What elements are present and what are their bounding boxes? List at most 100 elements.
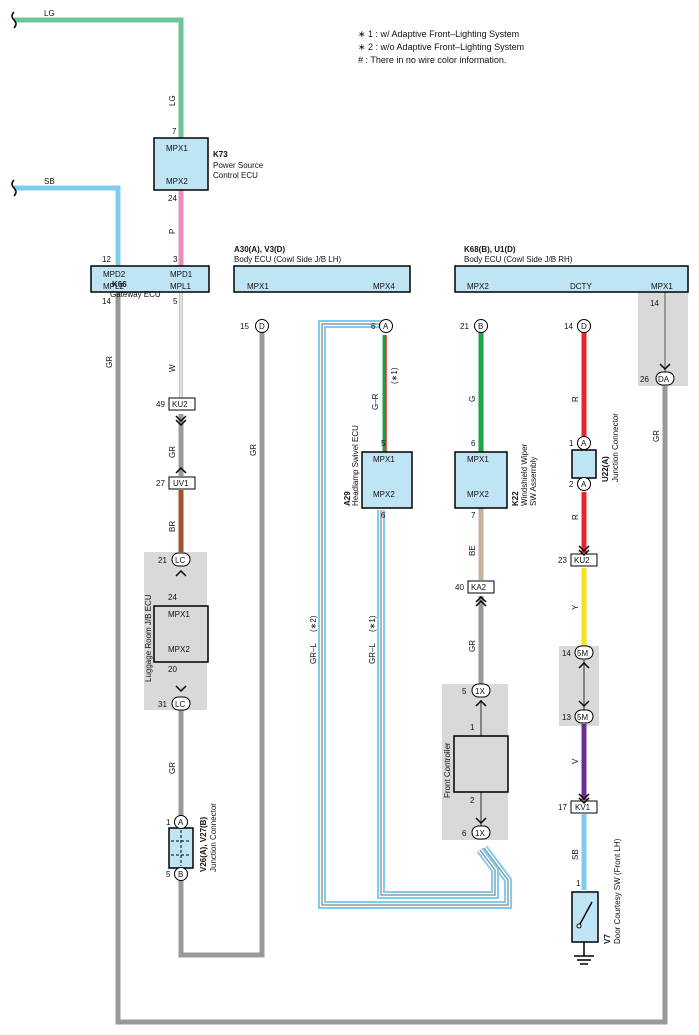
1x-bot-chevron-icon	[475, 817, 487, 825]
v7-switch-box	[571, 891, 599, 943]
k68-dcty: DCTY	[570, 282, 592, 291]
ku2-left-pin: 49	[156, 400, 165, 409]
lc-bot-conn: LC	[175, 700, 185, 709]
v26-pin-a-num: 1	[166, 818, 171, 827]
kv1-name: KV1	[575, 803, 591, 812]
lc-bot-pin-num: 31	[158, 700, 167, 709]
k22-pin-top: 6	[471, 439, 476, 448]
v26-name: Junction Connector	[209, 803, 218, 872]
k73-code: K73	[213, 150, 228, 159]
lc-bot-chevron-icon	[175, 685, 187, 693]
k73-name1: Power Source	[213, 161, 264, 170]
v26-conn-a: A	[178, 818, 184, 827]
k66-pin-mpd2: 12	[102, 255, 111, 264]
v26-code: V26(A), V27(B)	[199, 817, 208, 872]
u22-box	[571, 449, 597, 479]
note-3: # : There in no wire color information.	[358, 55, 507, 65]
luggage-pin-bot: 20	[168, 665, 177, 674]
k73-box	[153, 137, 209, 191]
legend-notes: ∗ 1 : w/ Adaptive Front–Lighting System …	[358, 28, 688, 67]
kv1-connector	[570, 800, 598, 814]
front-pin-bot: 2	[470, 796, 475, 805]
k66-mpd2: MPD2	[103, 270, 126, 279]
a30-box	[233, 265, 411, 293]
ka2-chevron-icon	[475, 595, 487, 607]
ka2-pin: 40	[455, 583, 464, 592]
k68-conn-dcty: D	[581, 322, 587, 331]
da-pin	[655, 371, 675, 386]
ka2-name: KA2	[471, 583, 487, 592]
wire-label-be: BE	[468, 545, 477, 556]
kv1-chevron-icon	[578, 793, 590, 805]
k68-pin-b	[474, 319, 488, 333]
v26-pin-a	[174, 815, 188, 829]
k68-pin-dcty: 14	[564, 322, 573, 331]
wire-label-note1b: (∗1)	[368, 615, 377, 632]
front-name: Front Controller	[443, 742, 452, 798]
k68-pin-mpx1: 14	[650, 299, 659, 308]
1x-top-conn: 1X	[475, 687, 485, 696]
v26-pin-b	[174, 867, 188, 881]
wire-label-r-1: R	[571, 396, 580, 402]
5m-top-pin	[574, 645, 594, 660]
k68-mpx1: MPX1	[651, 282, 673, 291]
k73-name2: Control ECU	[213, 171, 258, 180]
a30-conn4: A	[383, 322, 389, 331]
a30-conn1: D	[259, 322, 265, 331]
ku2-right-name: KU2	[574, 556, 590, 565]
u22-pin-2	[577, 477, 591, 491]
wire-label-v: V	[571, 758, 580, 764]
k22-pin-bot: 7	[471, 511, 476, 520]
v7-code: V7	[603, 934, 612, 944]
a30-mpx4: MPX4	[373, 282, 395, 291]
k68-code: K68(B), U1(D)	[464, 245, 516, 254]
k66-pin-mpd1: 3	[173, 255, 178, 264]
wire-label-w: W	[168, 364, 177, 372]
wire-label-r-2: R	[571, 514, 580, 520]
luggage-pin-top: 24	[168, 593, 177, 602]
k66-mpl2: MPL2	[103, 282, 124, 291]
a29-mpx1: MPX1	[373, 455, 395, 464]
k22-box	[454, 451, 508, 509]
wire-label-gr-loop: GR	[105, 356, 114, 368]
u22-code: U22(A)	[601, 456, 610, 482]
ka2-connector	[467, 580, 495, 594]
k66-mpd1: MPD1	[170, 270, 193, 279]
k66-pin-mpl1: 5	[173, 297, 178, 306]
a29-name: Headlamp Swivel ECU	[351, 425, 360, 506]
uv1-pin: 27	[156, 479, 165, 488]
5m-name-bot: 5M	[577, 713, 588, 722]
u22-name: Junction Connector	[611, 413, 620, 482]
ku2-left-chevron-icon	[175, 415, 187, 427]
lc-top-chevron-icon	[175, 569, 187, 577]
1x-bot-conn: 1X	[475, 829, 485, 838]
wire-gr-loop	[115, 292, 668, 1025]
k68-pin-mpx2: 21	[460, 322, 469, 331]
k66-pin-mpl2: 14	[102, 297, 111, 306]
wire-label-gr-2: GR	[168, 446, 177, 458]
k22-mpx1: MPX1	[467, 455, 489, 464]
a29-pin-bot: 6	[381, 511, 386, 520]
5m-pin-bot: 13	[562, 713, 571, 722]
a30-mpx1: MPX1	[247, 282, 269, 291]
wire-label-lg-v: LG	[168, 95, 177, 106]
a30-name: Body ECU (Cowl Side J/B LH)	[234, 255, 341, 264]
k66-code: K66	[112, 280, 127, 289]
uv1-chevron-icon	[175, 466, 187, 474]
uv1-name: UV1	[173, 479, 189, 488]
da-conn: DA	[658, 375, 670, 384]
wire-label-g-r: G–R	[371, 393, 380, 410]
front-controller-box	[453, 735, 509, 793]
wire-label-sb: SB	[44, 177, 55, 186]
a29-mpx2: MPX2	[373, 490, 395, 499]
wire-label-lg: LG	[44, 9, 55, 18]
k66-name: Gateway ECU	[110, 290, 161, 299]
wire-label-br: BR	[168, 521, 177, 532]
5m-name-top: 5M	[577, 649, 588, 658]
luggage-box	[153, 605, 209, 663]
wire-label-p: P	[168, 229, 177, 234]
k73-mpx2: MPX2	[166, 177, 188, 186]
lc-top-pin	[171, 552, 191, 567]
k22-code: K22	[511, 491, 520, 506]
k68-pin-d	[577, 319, 591, 333]
